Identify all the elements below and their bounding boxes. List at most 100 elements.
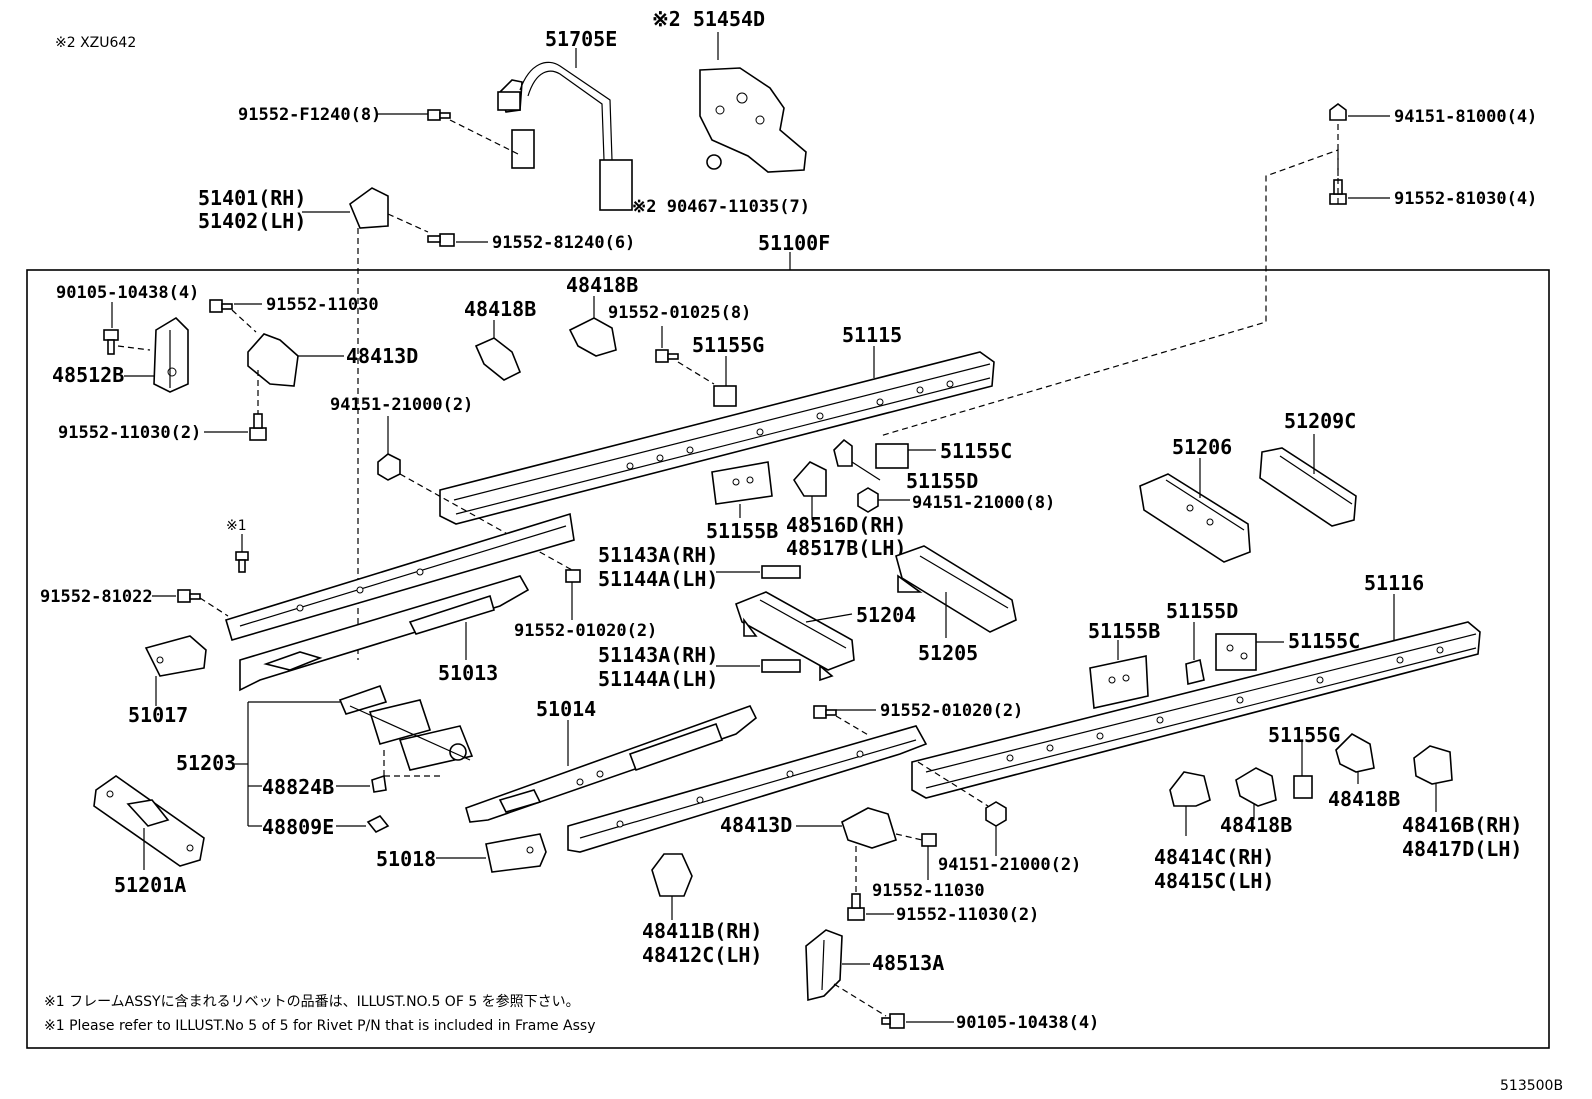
- label-51155G-b[interactable]: 51155G: [1268, 723, 1340, 747]
- bolt-91552-11030-a[interactable]: [209, 299, 233, 313]
- nut-94151-21000-c[interactable]: [985, 801, 1007, 827]
- part-51013-upper[interactable]: [225, 512, 575, 641]
- label-48824B[interactable]: 48824B: [262, 775, 334, 799]
- part-48418B-b[interactable]: [568, 317, 617, 357]
- label-48517B[interactable]: 48517B(LH): [786, 536, 906, 560]
- label-51144A-a[interactable]: 51144A(LH): [598, 567, 718, 591]
- bolt-90105-10438-b[interactable]: [881, 1013, 905, 1029]
- part-51204[interactable]: [735, 591, 855, 682]
- label-48512B[interactable]: 48512B: [52, 363, 124, 387]
- part-51205[interactable]: [895, 545, 1017, 633]
- label-51705E[interactable]: 51705E: [545, 27, 617, 51]
- part-51143A-b[interactable]: [761, 659, 801, 673]
- label-51402[interactable]: 51402(LH): [198, 209, 306, 233]
- label-91552-01025[interactable]: 91552-01025(8): [608, 303, 751, 323]
- part-51014[interactable]: [465, 705, 758, 823]
- part-48418B-d[interactable]: [1335, 733, 1375, 773]
- label-91552-81240[interactable]: 91552-81240(6): [492, 233, 635, 253]
- label-51155B-b[interactable]: 51155B: [1088, 619, 1160, 643]
- label-91552-11030-c[interactable]: 91552-11030: [872, 881, 985, 901]
- label-51018[interactable]: 51018: [376, 847, 436, 871]
- label-51155D-a[interactable]: 51155D: [906, 469, 978, 493]
- part-51155B-a[interactable]: [711, 461, 773, 505]
- part-51143A-a[interactable]: [761, 565, 801, 579]
- label-51401[interactable]: 51401(RH): [198, 186, 306, 210]
- bolt-91552-81022[interactable]: [177, 589, 201, 603]
- label-51013[interactable]: 51013: [438, 661, 498, 685]
- part-48513A[interactable]: [805, 929, 843, 1002]
- label-51155C-a[interactable]: 51155C: [940, 439, 1012, 463]
- part-48413D-b[interactable]: [841, 807, 897, 849]
- label-48414C[interactable]: 48414C(RH): [1154, 845, 1274, 869]
- label-48418B-d[interactable]: 48418B: [1328, 787, 1400, 811]
- label-91552-01020-a[interactable]: 91552-01020(2): [514, 621, 657, 641]
- bolt-91552-11030-c[interactable]: [921, 833, 937, 847]
- part-51155C-a[interactable]: [875, 443, 909, 469]
- label-51014[interactable]: 51014: [536, 697, 596, 721]
- label-51144A-b[interactable]: 51144A(LH): [598, 667, 718, 691]
- label-90105-10438-b[interactable]: 90105-10438(4): [956, 1013, 1099, 1033]
- label-51143A-b[interactable]: 51143A(RH): [598, 643, 718, 667]
- label-51203[interactable]: 51203: [176, 751, 236, 775]
- part-51155D-b[interactable]: [1185, 658, 1205, 686]
- part-lower-member[interactable]: [567, 725, 928, 853]
- part-51206[interactable]: [1139, 473, 1251, 563]
- label-51206[interactable]: 51206: [1172, 435, 1232, 459]
- nut-94151-81000[interactable]: [1329, 103, 1347, 121]
- label-48418B-b[interactable]: 48418B: [566, 273, 638, 297]
- label-48513A[interactable]: 48513A: [872, 951, 944, 975]
- part-48418B-c[interactable]: [1235, 767, 1277, 807]
- part-51705E[interactable]: [497, 61, 633, 211]
- part-51155D-a[interactable]: [833, 438, 853, 467]
- label-91552-11030-a[interactable]: 91552-11030: [266, 295, 379, 315]
- nut-94151-21000-b[interactable]: [857, 487, 879, 513]
- bolt-91552-81240[interactable]: [427, 233, 455, 247]
- part-51401[interactable]: [349, 187, 389, 229]
- bolt-91552-01025[interactable]: [655, 349, 679, 363]
- label-51100F[interactable]: 51100F: [758, 231, 830, 255]
- label-48415C[interactable]: 48415C(LH): [1154, 869, 1274, 893]
- part-51454D[interactable]: [699, 67, 807, 173]
- part-51018[interactable]: [485, 833, 547, 873]
- label-51454D[interactable]: ※2 51454D: [652, 7, 765, 31]
- label-91552-F1240[interactable]: 91552-F1240(8): [238, 105, 381, 125]
- part-48512B[interactable]: [153, 316, 189, 393]
- bolt-91552-F1240[interactable]: [427, 109, 451, 121]
- part-51209C[interactable]: [1259, 447, 1357, 527]
- label-48809E[interactable]: 48809E: [262, 815, 334, 839]
- bolt-91552-01020-a[interactable]: [565, 569, 581, 583]
- label-51204[interactable]: 51204: [856, 603, 916, 627]
- label-94151-21000-b[interactable]: 94151-21000(8): [912, 493, 1055, 513]
- label-94151-21000-c[interactable]: 94151-21000(2): [938, 855, 1081, 875]
- label-51155B-a[interactable]: 51155B: [706, 519, 778, 543]
- label-51201A[interactable]: 51201A: [114, 873, 186, 897]
- label-48413D-a[interactable]: 48413D: [346, 344, 418, 368]
- label-51205[interactable]: 51205: [918, 641, 978, 665]
- part-51116[interactable]: [911, 621, 1481, 799]
- label-48417D[interactable]: 48417D(LH): [1402, 837, 1522, 861]
- part-51017[interactable]: [144, 635, 207, 677]
- label-91552-11030-d[interactable]: 91552-11030(2): [896, 905, 1039, 925]
- label-48413D-b[interactable]: 48413D: [720, 813, 792, 837]
- label-48412C[interactable]: 48412C(LH): [642, 943, 762, 967]
- part-48809E[interactable]: [366, 814, 390, 834]
- nut-94151-21000-a[interactable]: [377, 453, 401, 481]
- label-91552-01020-b[interactable]: 91552-01020(2): [880, 701, 1023, 721]
- label-51155G-a[interactable]: 51155G: [692, 333, 764, 357]
- label-90467-11035[interactable]: ※2 90467-11035(7): [632, 197, 810, 217]
- part-48418B-a[interactable]: [474, 337, 522, 381]
- part-51203[interactable]: [338, 684, 474, 771]
- label-48516D[interactable]: 48516D(RH): [786, 513, 906, 537]
- label-51155C-b[interactable]: 51155C: [1288, 629, 1360, 653]
- label-48416B[interactable]: 48416B(RH): [1402, 813, 1522, 837]
- bolt-91552-11030-d[interactable]: [847, 893, 865, 921]
- label-51155D-b[interactable]: 51155D: [1166, 599, 1238, 623]
- part-51013[interactable]: [239, 575, 530, 692]
- part-51155G-b[interactable]: [1293, 775, 1313, 799]
- label-91552-11030-b[interactable]: 91552-11030(2): [58, 423, 201, 443]
- label-51209C[interactable]: 51209C: [1284, 409, 1356, 433]
- label-94151-21000-a[interactable]: 94151-21000(2): [330, 395, 473, 415]
- part-48414C[interactable]: [1169, 771, 1211, 807]
- label-51115[interactable]: 51115: [842, 323, 902, 347]
- part-48411B[interactable]: [651, 853, 693, 897]
